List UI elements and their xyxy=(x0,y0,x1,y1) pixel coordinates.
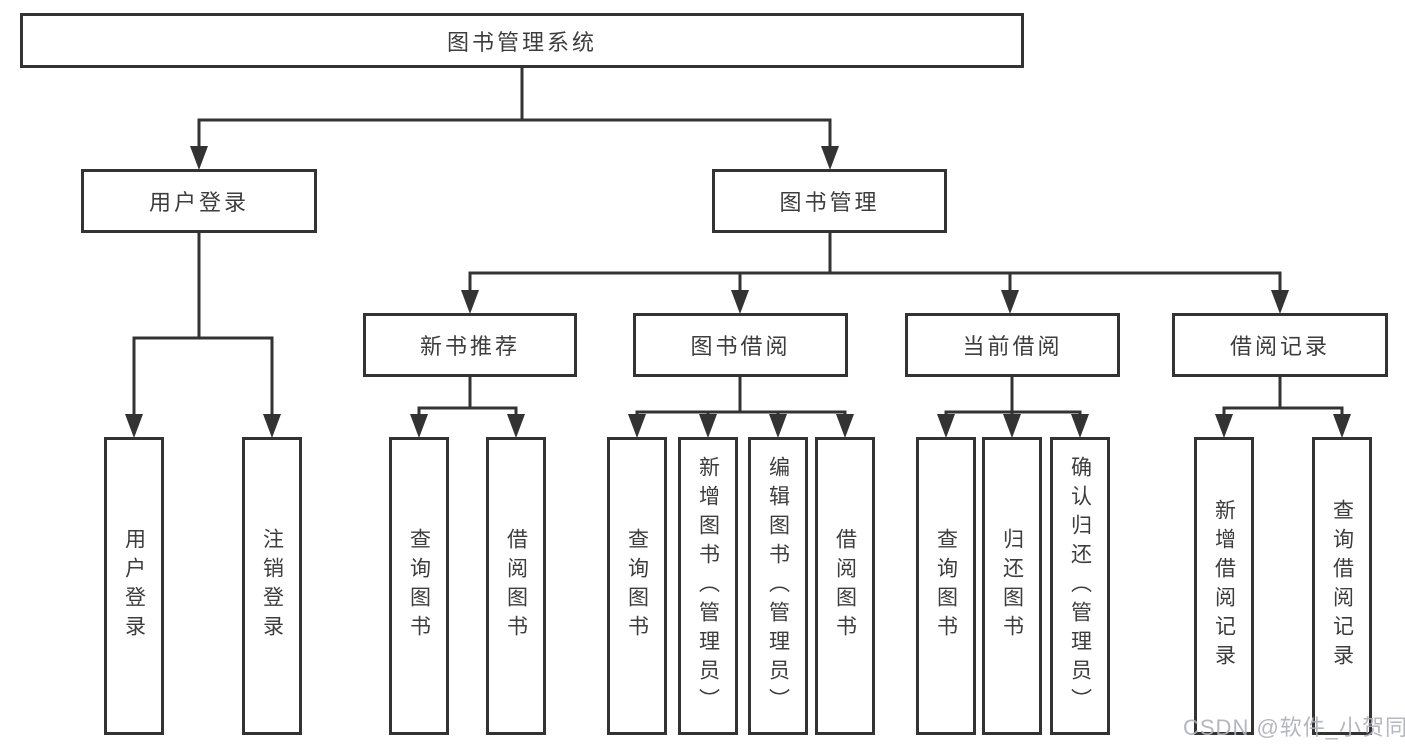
leaf-current-query-books-label: 查询图书 xyxy=(934,528,958,644)
arrow-down-icon xyxy=(628,414,646,438)
arrowheads xyxy=(125,146,1351,438)
leaf-return-books-label: 归还图书 xyxy=(1000,528,1024,644)
arrow-down-icon xyxy=(1001,290,1019,314)
leaf-borrow-query-books-label: 查询图书 xyxy=(625,528,649,644)
edge-bookborrow-span xyxy=(635,410,847,418)
leaf-logout: 注销登录 xyxy=(242,437,302,735)
arrow-down-icon xyxy=(821,146,839,170)
arrow-down-icon xyxy=(125,414,143,438)
leaf-add-books-admin: 新增图书（管理员） xyxy=(678,437,738,735)
node-user-login-label: 用户登录 xyxy=(148,190,249,215)
leaf-current-query-books: 查询图书 xyxy=(916,437,976,735)
node-current-borrowing: 当前借阅 xyxy=(905,313,1120,377)
node-current-borrowing-label: 当前借阅 xyxy=(962,334,1063,359)
node-new-book-recommend: 新书推荐 xyxy=(363,313,577,377)
edge-borrowrecords-span xyxy=(1222,406,1344,418)
node-book-management: 图书管理 xyxy=(712,169,947,233)
leaf-newbooks-borrow-books-label: 借阅图书 xyxy=(504,528,528,644)
arrow-down-icon xyxy=(836,414,854,438)
arrow-down-icon xyxy=(1003,414,1021,438)
leaf-user-login-label: 用户登录 xyxy=(122,528,146,644)
arrow-down-icon xyxy=(699,414,717,438)
arrow-down-icon xyxy=(731,290,749,314)
node-book-borrowing: 图书借阅 xyxy=(633,313,848,377)
arrow-down-icon xyxy=(190,146,208,170)
csdn-watermark: CSDN @软件_小贺同学 xyxy=(1183,715,1405,740)
leaf-add-borrow-record-label: 新增借阅记录 xyxy=(1212,499,1236,673)
edge-root-span xyxy=(197,118,832,150)
leaf-query-borrow-record-label: 查询借阅记录 xyxy=(1330,499,1354,673)
node-root-label: 图书管理系统 xyxy=(446,29,597,55)
arrow-down-icon xyxy=(263,414,281,438)
leaf-add-books-admin-label: 新增图书（管理员） xyxy=(696,455,720,717)
leaf-borrow-borrow-books: 借阅图书 xyxy=(815,437,875,735)
leaf-newbooks-query-books-label: 查询图书 xyxy=(407,528,431,644)
arrow-down-icon xyxy=(769,414,787,438)
arrow-down-icon xyxy=(1071,414,1089,438)
leaf-logout-label: 注销登录 xyxy=(260,528,284,644)
arrow-down-icon xyxy=(1271,290,1289,314)
node-borrowing-records-label: 借阅记录 xyxy=(1229,334,1330,359)
node-borrowing-records: 借阅记录 xyxy=(1172,313,1388,377)
leaf-query-borrow-record: 查询借阅记录 xyxy=(1312,437,1372,735)
leaf-newbooks-borrow-books: 借阅图书 xyxy=(486,437,546,735)
arrow-down-icon xyxy=(461,290,479,314)
leaf-user-login: 用户登录 xyxy=(104,437,164,735)
leaf-edit-books-admin: 编辑图书（管理员） xyxy=(748,437,808,735)
arrow-down-icon xyxy=(410,414,428,438)
leaf-confirm-return-admin-label: 确认归还（管理员） xyxy=(1068,455,1092,717)
leaf-borrow-query-books: 查询图书 xyxy=(607,437,667,735)
leaf-edit-books-admin-label: 编辑图书（管理员） xyxy=(766,455,790,717)
leaf-borrow-borrow-books-label: 借阅图书 xyxy=(833,528,857,644)
leaf-add-borrow-record: 新增借阅记录 xyxy=(1194,437,1254,735)
node-user-login: 用户登录 xyxy=(81,169,317,233)
node-book-management-label: 图书管理 xyxy=(779,190,880,215)
leaf-newbooks-query-books: 查询图书 xyxy=(389,437,449,735)
arrow-down-icon xyxy=(507,414,525,438)
node-root: 图书管理系统 xyxy=(20,13,1024,68)
edge-newbooks-span xyxy=(417,406,518,418)
edge-bookmgmt-span xyxy=(468,271,1282,294)
node-new-book-recommend-label: 新书推荐 xyxy=(419,334,520,359)
leaf-return-books: 归还图书 xyxy=(982,437,1042,735)
arrow-down-icon xyxy=(1215,414,1233,438)
leaf-confirm-return-admin: 确认归还（管理员） xyxy=(1050,437,1110,735)
arrow-down-icon xyxy=(1333,414,1351,438)
arrow-down-icon xyxy=(937,414,955,438)
edge-userlogin-span xyxy=(132,336,274,418)
node-book-borrowing-label: 图书借阅 xyxy=(690,334,791,359)
